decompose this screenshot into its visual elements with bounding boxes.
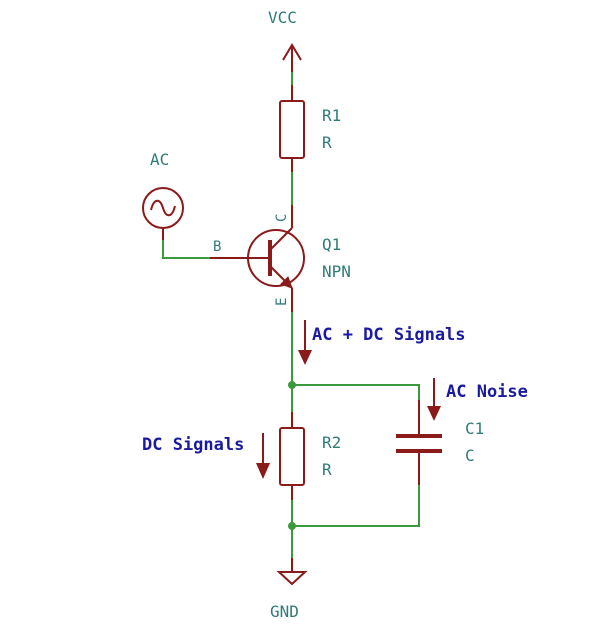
vcc-arrow-icon	[282, 43, 302, 72]
q1-base-label: B	[213, 239, 221, 255]
ac-noise-arrow-icon	[427, 378, 441, 421]
resistor-r2[interactable]	[279, 427, 305, 486]
c1-ref: C1	[465, 419, 484, 438]
wire-node-c1	[292, 384, 420, 400]
q1-ref: Q1	[322, 235, 341, 254]
r1-ref: R1	[322, 106, 341, 125]
q1-collector-label: C	[274, 214, 290, 222]
transistor-q1[interactable]	[247, 227, 305, 289]
vcc-label: VCC	[268, 8, 297, 27]
capacitor-c1[interactable]	[396, 434, 442, 453]
ac-noise-label: AC Noise	[446, 382, 528, 402]
r2-value: R	[322, 460, 332, 479]
ac-source-label: AC	[150, 150, 169, 169]
gnd-symbol-icon	[276, 571, 308, 586]
resistor-r1[interactable]	[279, 100, 305, 159]
c1-value: C	[465, 446, 475, 465]
dc-signals-label: DC Signals	[142, 435, 244, 455]
ac-dc-signals-label: AC + DC Signals	[312, 325, 466, 345]
ac-dc-arrow-icon	[298, 320, 312, 365]
q1-emitter-label: E	[274, 298, 290, 306]
r1-value: R	[322, 133, 332, 152]
ac-source-icon[interactable]	[142, 187, 184, 229]
wire-c1-gnd	[292, 485, 420, 527]
wire-ac-base	[162, 240, 210, 259]
q1-value: NPN	[322, 262, 351, 281]
gnd-label: GND	[270, 602, 299, 621]
dc-arrow-icon	[256, 433, 270, 479]
junction-bottom	[288, 522, 296, 530]
emitter-arrow-icon	[280, 276, 293, 289]
r2-ref: R2	[322, 433, 341, 452]
